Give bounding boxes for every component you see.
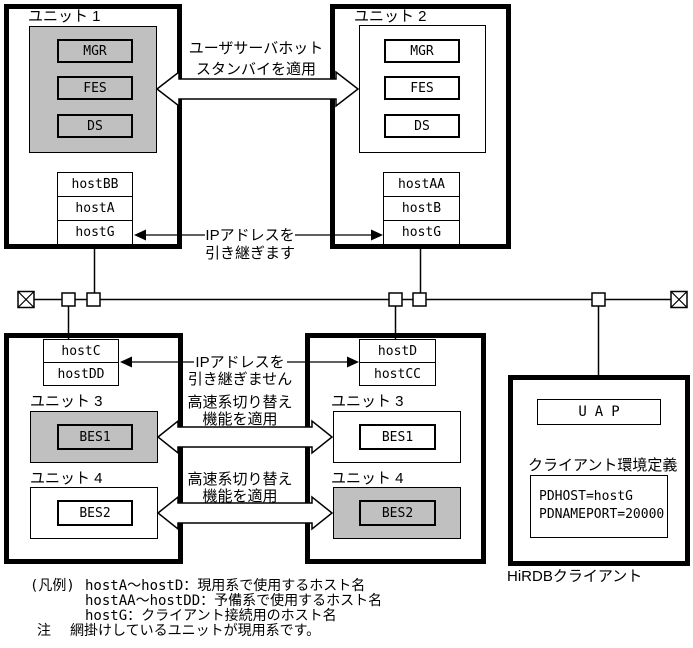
unit4-standby-server-bes2: BES2	[359, 500, 436, 526]
unit2-server-fes: FES	[384, 76, 460, 100]
unit4-standby-label: ユニット 4	[331, 470, 404, 487]
unit3-standby-box	[333, 411, 461, 463]
fast-switch-lower-text-line2: 機能を適用	[202, 488, 278, 505]
unit1-server-ds: DS	[57, 114, 133, 138]
unit2-host-row-3: hostG	[383, 220, 460, 245]
unit2-label: ユニット 2	[354, 8, 427, 25]
client-env-title: クライアント環境定義	[528, 457, 678, 474]
unit4-active-box	[30, 487, 158, 539]
ip-no-takeover-text-line2: 引き継ぎません	[187, 371, 293, 388]
client-caption: HiRDBクライアント	[507, 568, 643, 585]
unit2-server-mgr: MGR	[384, 39, 460, 63]
bus-connector-5	[591, 292, 606, 307]
unit3-active-label: ユニット 3	[30, 393, 103, 410]
legend-line-2: hostAA～hostDD：予備系で使用するホスト名	[85, 593, 383, 609]
client-env-line-pdhost: PDHOST=hostG	[539, 489, 633, 504]
terminator-right-icon	[670, 290, 688, 309]
unit2-server-group	[359, 25, 486, 153]
client-env-line-pdnameport: PDNAMEPORT=20000	[539, 507, 665, 522]
client-env-box	[530, 475, 668, 538]
fast-switch-upper-text-line1: 高速系切り替え	[187, 394, 293, 411]
fast-switch-upper-text-line2: 機能を適用	[202, 411, 278, 428]
unit1-server-mgr: MGR	[57, 39, 133, 63]
unit2-server-ds: DS	[384, 114, 460, 138]
unit1-server-fes: FES	[57, 76, 133, 100]
legend-line-1: hostA～hostD：現用系で使用するホスト名	[85, 578, 366, 594]
fast-switch-lower-text-line1: 高速系切り替え	[187, 471, 293, 488]
ip-takeover-text-line1: IPアドレスを	[205, 227, 295, 244]
legend-prefix: (凡例)	[30, 578, 75, 594]
lower-left-host-row-2: hostDD	[43, 362, 119, 386]
legend-note: 網掛けしているユニットが現用系です。	[70, 623, 321, 639]
unit3-active-server-bes1: BES1	[57, 424, 133, 450]
unit3-standby-label: ユニット 3	[331, 393, 404, 410]
lower-right-host-row-2: hostCC	[359, 362, 436, 386]
unit2-host-row-2: hostB	[383, 196, 460, 221]
legend-line-3: hostG：クライアント接続用のホスト名	[85, 608, 337, 624]
uap-box: UAP	[537, 399, 661, 425]
bus-connector-2	[86, 292, 101, 307]
unit1-host-row-1: hostBB	[57, 172, 133, 197]
unit4-active-server-bes2: BES2	[57, 500, 133, 526]
hot-standby-text-line1: ユーザサーバホット	[188, 40, 324, 57]
unit3-standby-server-bes1: BES1	[359, 424, 436, 450]
lower-right-host-row-1: hostD	[359, 339, 436, 363]
legend-note-prefix: 注	[37, 623, 51, 639]
bus-connector-4	[412, 292, 427, 307]
ip-takeover-text-line2: 引き継ぎます	[204, 245, 295, 262]
bus-connector-1	[61, 292, 76, 307]
terminator-left-icon	[17, 290, 35, 309]
unit4-active-label: ユニット 4	[30, 470, 103, 487]
hot-standby-text-line2: スタンバイを適用	[195, 61, 316, 78]
lower-left-host-row-1: hostC	[43, 339, 119, 363]
ip-no-takeover-text-line1: IPアドレスを	[195, 354, 285, 371]
unit2-host-row-1: hostAA	[383, 172, 460, 197]
unit1-host-row-3: hostG	[57, 220, 133, 245]
unit1-host-row-2: hostA	[57, 196, 133, 221]
bus-connector-3	[388, 292, 403, 307]
unit1-label: ユニット 1	[28, 8, 101, 25]
